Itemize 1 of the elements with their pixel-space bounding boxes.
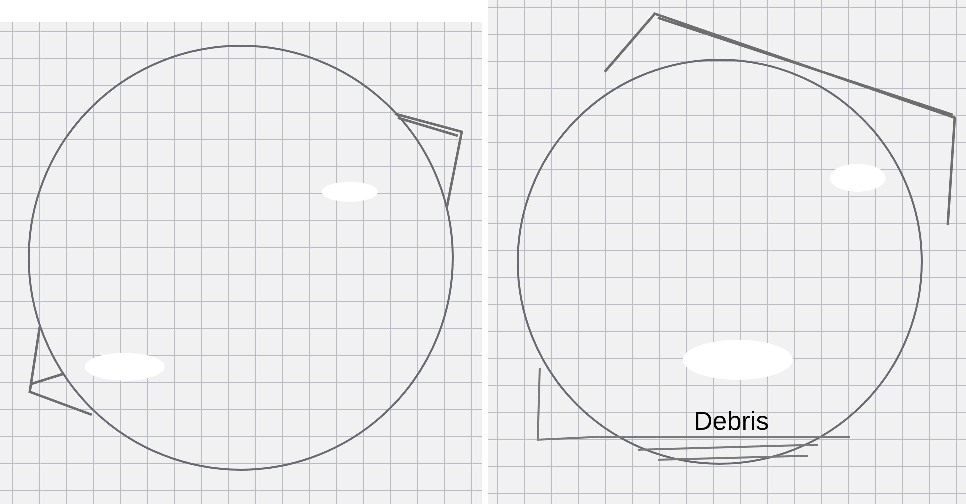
- annotation-label: Debris: [694, 408, 770, 434]
